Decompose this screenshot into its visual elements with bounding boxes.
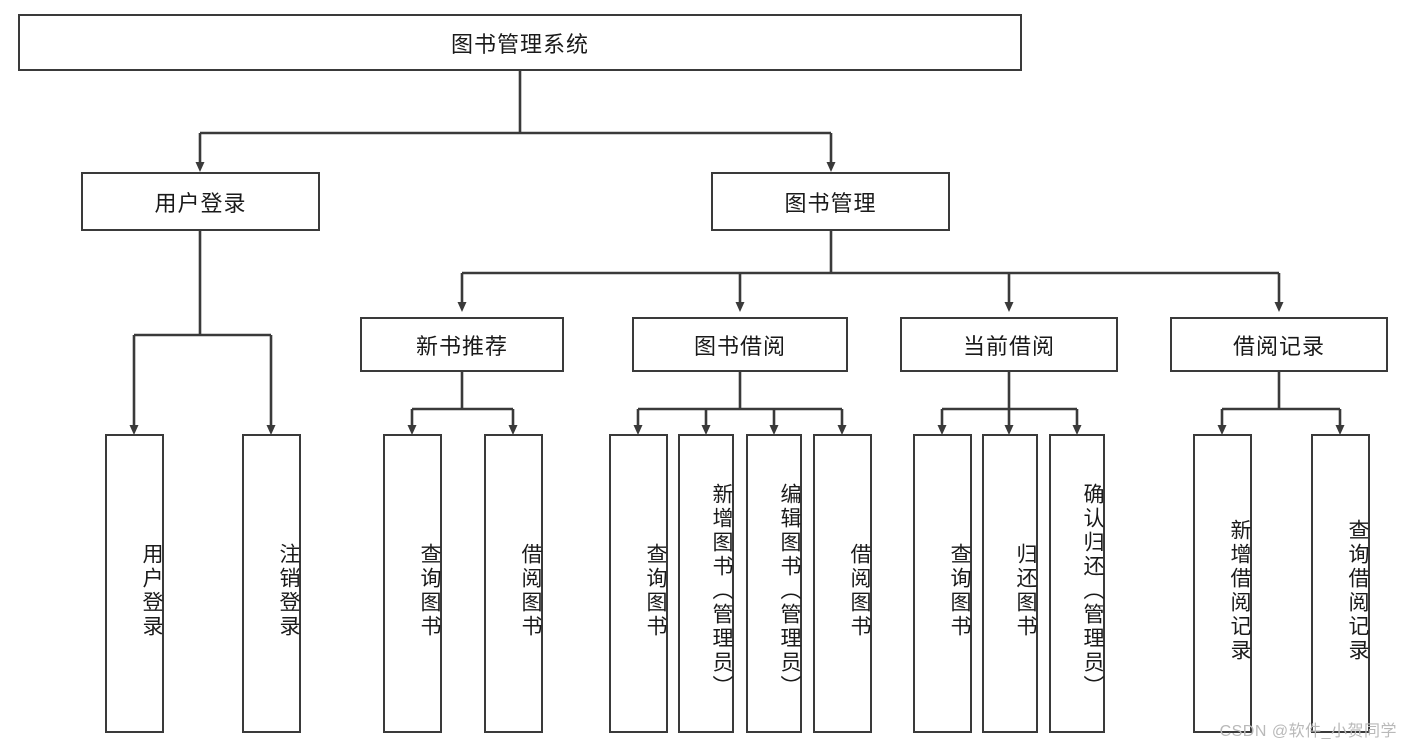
leaf-label: 查询图书 [418,542,441,639]
csdn-watermark: CSDN @软件_小贺同学 [1219,723,1397,740]
leaf-cb-return-book[interactable]: 归还图书 [982,434,1038,733]
node-borrow-record-label: 借阅记录 [1232,333,1325,359]
node-current-borrow-label: 当前借阅 [962,333,1055,359]
node-book-borrow[interactable]: 图书借阅 [632,317,848,372]
leaf-label: 注销登录 [277,542,300,639]
leaf-cb-confirm-return[interactable]: 确认归还（管理员） [1049,434,1105,733]
leaf-bb-edit-book[interactable]: 编辑图书（管理员） [746,434,802,733]
leaf-label: 查询图书 [948,542,971,639]
node-new-book-recommend-label: 新书推荐 [415,333,508,359]
node-root-label: 图书管理系统 [450,31,589,57]
leaf-label: 归还图书 [1014,542,1037,639]
node-current-borrow[interactable]: 当前借阅 [900,317,1118,372]
leaf-nb-borrow-book[interactable]: 借阅图书 [484,434,543,733]
leaf-nb-query-book[interactable]: 查询图书 [383,434,442,733]
node-book-management-label: 图书管理 [784,190,877,216]
leaf-label: 新增借阅记录 [1228,518,1251,663]
leaf-label: 查询图书 [644,542,667,639]
leaf-br-add-record[interactable]: 新增借阅记录 [1193,434,1252,733]
leaf-label: 编辑图书（管理员） [778,482,801,699]
leaf-label: 借阅图书 [848,542,871,639]
node-root[interactable]: 图书管理系统 [18,14,1022,71]
leaf-user-login-do[interactable]: 用户登录 [105,434,164,733]
leaf-user-logout[interactable]: 注销登录 [242,434,301,733]
leaf-label: 查询借阅记录 [1346,518,1369,663]
leaf-label: 新增图书（管理员） [710,482,733,699]
leaf-bb-borrow-book[interactable]: 借阅图书 [813,434,872,733]
node-book-management[interactable]: 图书管理 [711,172,950,231]
node-user-login-label: 用户登录 [154,190,247,216]
node-user-login[interactable]: 用户登录 [81,172,320,231]
leaf-label: 用户登录 [140,542,163,639]
leaf-cb-query-book[interactable]: 查询图书 [913,434,972,733]
node-new-book-recommend[interactable]: 新书推荐 [360,317,564,372]
leaf-label: 确认归还（管理员） [1081,482,1104,699]
node-book-borrow-label: 图书借阅 [693,333,786,359]
leaf-label: 借阅图书 [519,542,542,639]
leaf-bb-query-book[interactable]: 查询图书 [609,434,668,733]
leaf-bb-add-book[interactable]: 新增图书（管理员） [678,434,734,733]
node-borrow-record[interactable]: 借阅记录 [1170,317,1388,372]
leaf-br-query-record[interactable]: 查询借阅记录 [1311,434,1370,733]
